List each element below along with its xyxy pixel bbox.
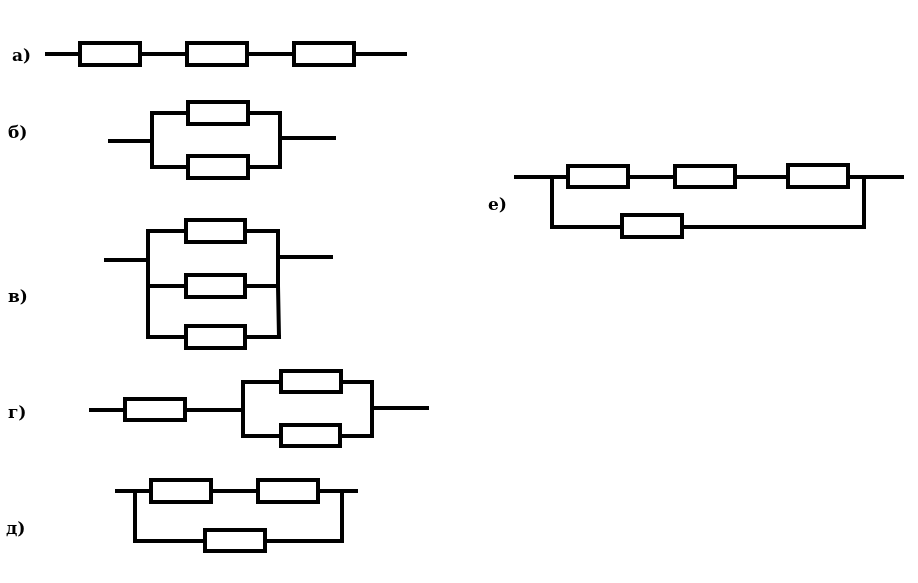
resistor <box>184 218 247 244</box>
label-a: а) <box>12 46 31 66</box>
circuit-e: е) <box>488 163 904 239</box>
resistor <box>186 154 250 180</box>
circuit-a: а) <box>12 41 407 67</box>
resistor <box>673 164 737 189</box>
circuit-b: б) <box>8 100 336 180</box>
resistor <box>203 528 267 553</box>
circuit-d: д) <box>6 478 358 553</box>
resistor <box>186 100 250 126</box>
resistor <box>185 41 249 67</box>
resistor <box>256 478 320 504</box>
resistor <box>279 369 343 394</box>
circuit-v: в) <box>8 218 333 350</box>
label-e: е) <box>488 195 507 215</box>
circuit-g: г) <box>8 369 429 448</box>
resistor <box>123 397 187 422</box>
resistor <box>279 423 342 448</box>
resistor <box>184 324 247 350</box>
resistor <box>78 41 142 67</box>
label-v: в) <box>8 287 28 307</box>
resistor <box>149 478 213 504</box>
resistor <box>566 164 630 189</box>
resistor <box>620 213 684 239</box>
wire <box>115 489 358 543</box>
label-g: г) <box>8 403 26 423</box>
label-d: д) <box>6 519 25 539</box>
resistor <box>292 41 356 67</box>
resistor <box>184 273 247 299</box>
resistor <box>786 163 850 189</box>
label-b: б) <box>8 123 27 143</box>
